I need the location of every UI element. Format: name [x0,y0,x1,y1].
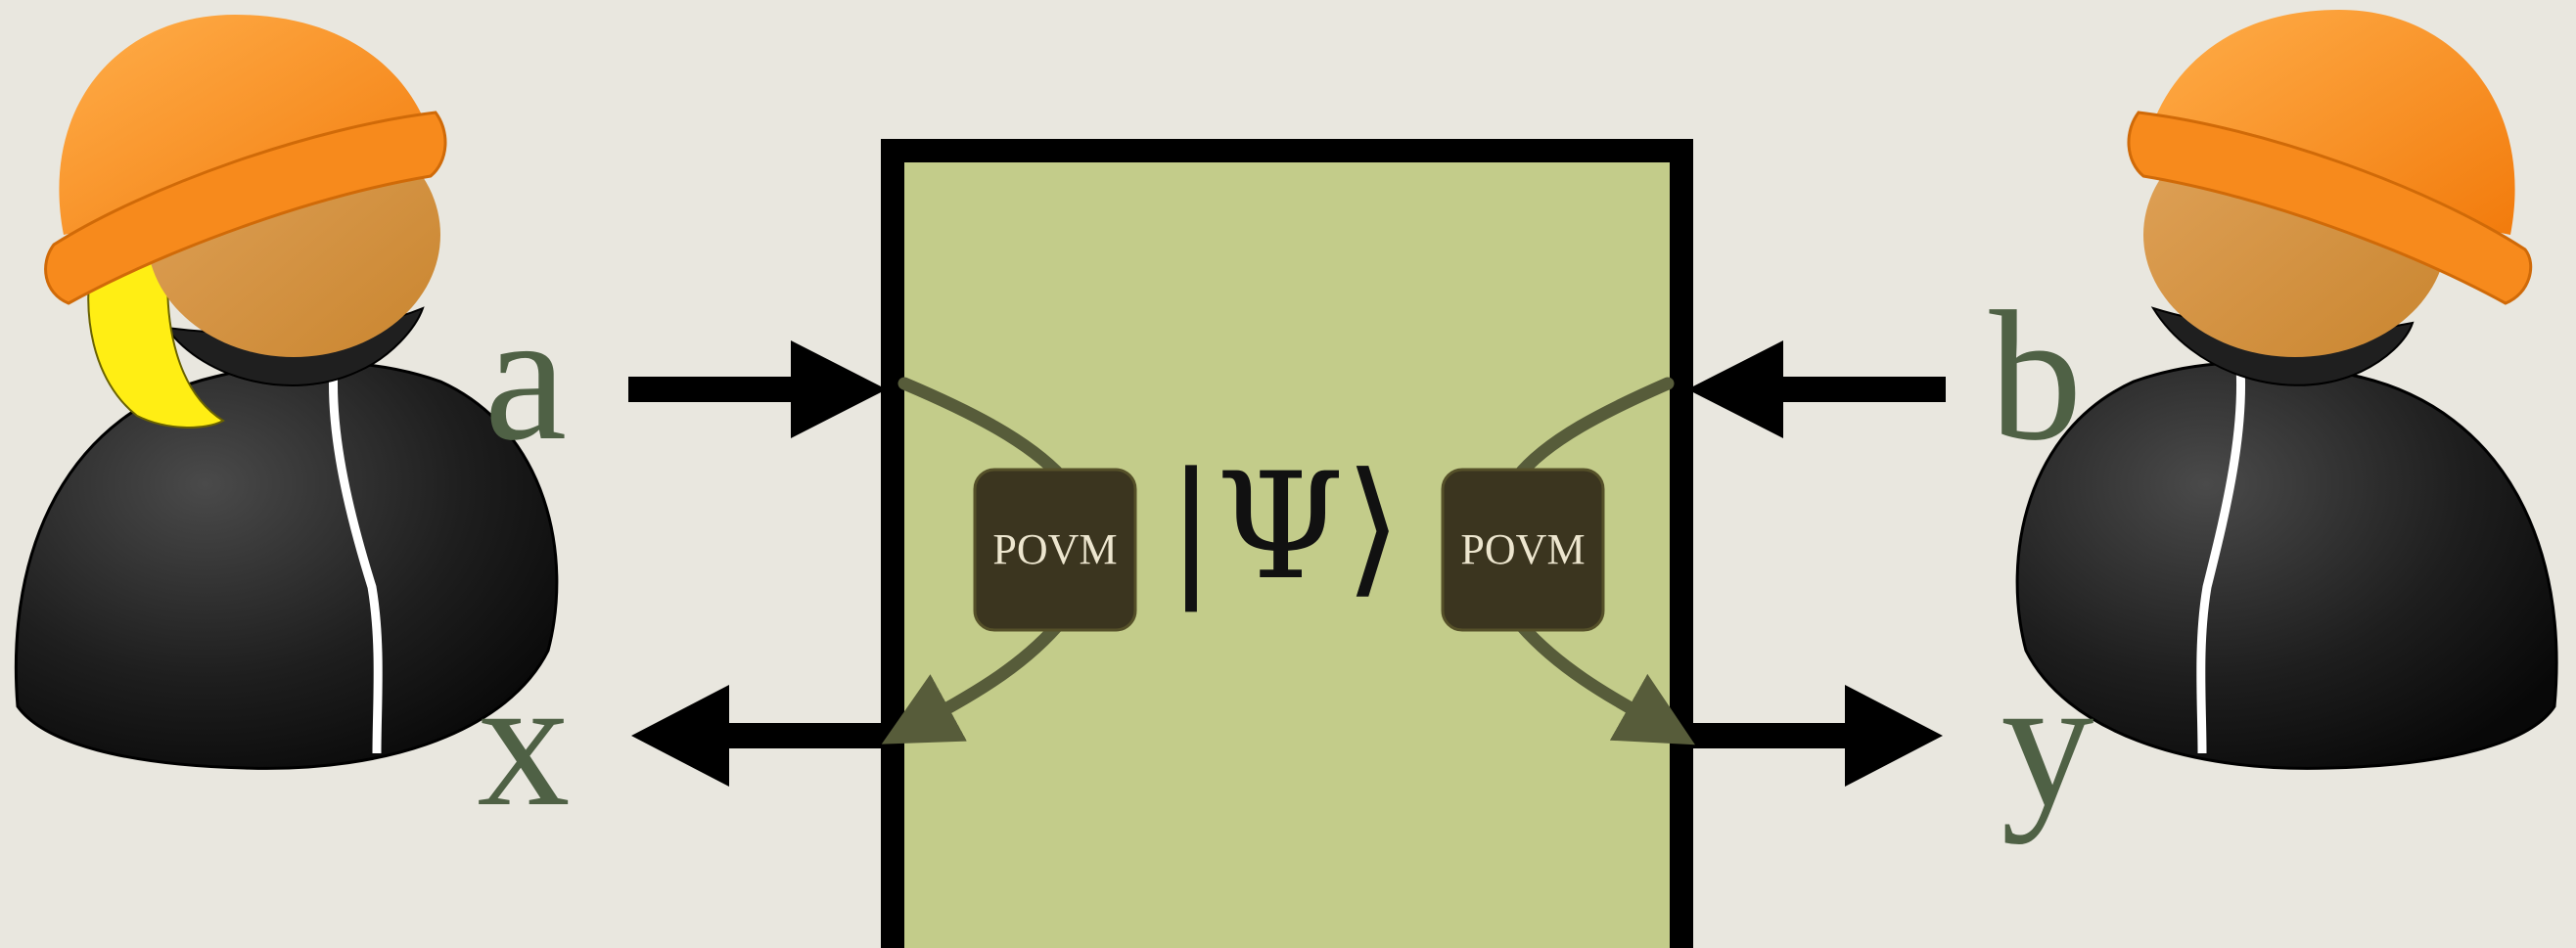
bob-output-arrow [1691,685,1943,787]
alice-output-arrow [631,685,881,787]
alice-body [16,363,557,769]
bob-body [2017,363,2556,769]
bob-person-icon [2017,10,2556,768]
alice-input-label: a [484,274,567,479]
alice-povm-box: POVM [975,470,1135,630]
quantum-state-label: |Ψ⟩ [1167,442,1403,612]
bob-output-label: y [2001,640,2094,845]
alice-input-arrow [628,340,887,438]
bob-input-arrow [1687,340,1946,438]
alice-person-icon [16,15,557,768]
bob-povm-box: POVM [1443,470,1603,630]
bob-input-label: b [1990,274,2083,479]
bob-povm-label: POVM [1460,525,1585,573]
alice-povm-label: POVM [992,525,1117,573]
alice-output-label: x [478,640,571,845]
